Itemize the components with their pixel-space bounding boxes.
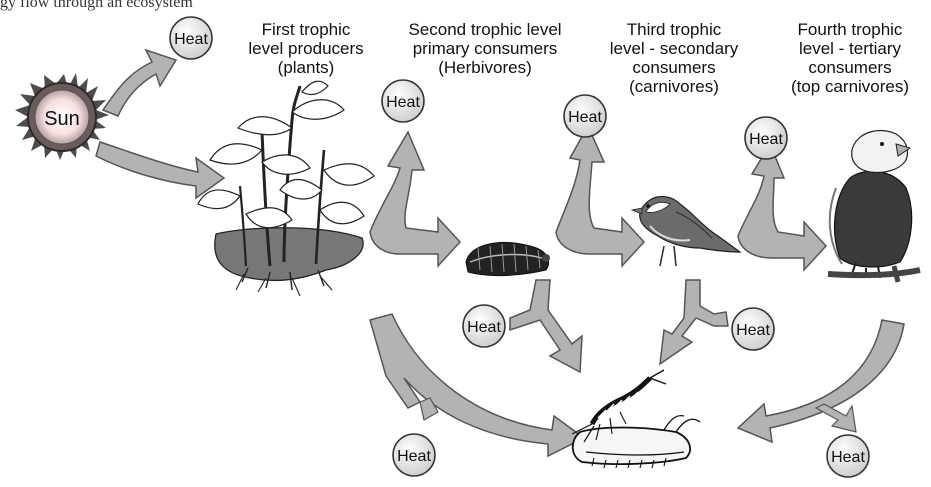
heat-label-herbivore-side: Heat bbox=[467, 319, 501, 336]
eagle-icon bbox=[828, 131, 920, 282]
heat-icon-producer-bottom: Heat bbox=[393, 434, 435, 476]
heat-icon-carnivore: Heat bbox=[745, 117, 787, 159]
sun-label: Sun bbox=[44, 108, 80, 130]
decomposer-icon bbox=[572, 370, 700, 468]
heat-label-top-bottom: Heat bbox=[831, 449, 865, 466]
heat-icon-sun: Heat bbox=[170, 17, 212, 59]
heat-icon-top-bottom: Heat bbox=[827, 435, 869, 477]
heat-label-herbivore: Heat bbox=[568, 109, 602, 126]
sun-to-heat-arrow bbox=[103, 50, 176, 116]
heat-label-carnivore: Heat bbox=[749, 131, 783, 148]
heat-icon-producer: Heat bbox=[382, 80, 424, 122]
plant-icon bbox=[198, 81, 374, 296]
herbivore-decomposer-arrow bbox=[510, 280, 582, 372]
heat-label-sun: Heat bbox=[174, 31, 208, 48]
sun-icon: Sun bbox=[15, 73, 109, 160]
herbivore-icon bbox=[466, 243, 550, 276]
heat-label-producer-bottom: Heat bbox=[397, 448, 431, 465]
carnivore-to-top-arrow bbox=[738, 144, 826, 270]
heat-label-carnivore-side: Heat bbox=[736, 322, 770, 339]
bird-icon bbox=[632, 196, 740, 266]
sun-to-plant-arrow bbox=[96, 142, 224, 198]
herbivore-to-carnivore-arrow bbox=[556, 126, 644, 266]
top-carnivore-heat-branch bbox=[816, 404, 856, 432]
producer-to-herbivore-arrow bbox=[370, 132, 460, 266]
heat-icon-herbivore: Heat bbox=[564, 95, 606, 137]
heat-icon-carnivore-side: Heat bbox=[732, 308, 774, 350]
heat-icon-herbivore-side: Heat bbox=[463, 305, 505, 347]
carnivore-decomposer-arrow bbox=[660, 280, 728, 364]
heat-label-producer: Heat bbox=[386, 94, 420, 111]
